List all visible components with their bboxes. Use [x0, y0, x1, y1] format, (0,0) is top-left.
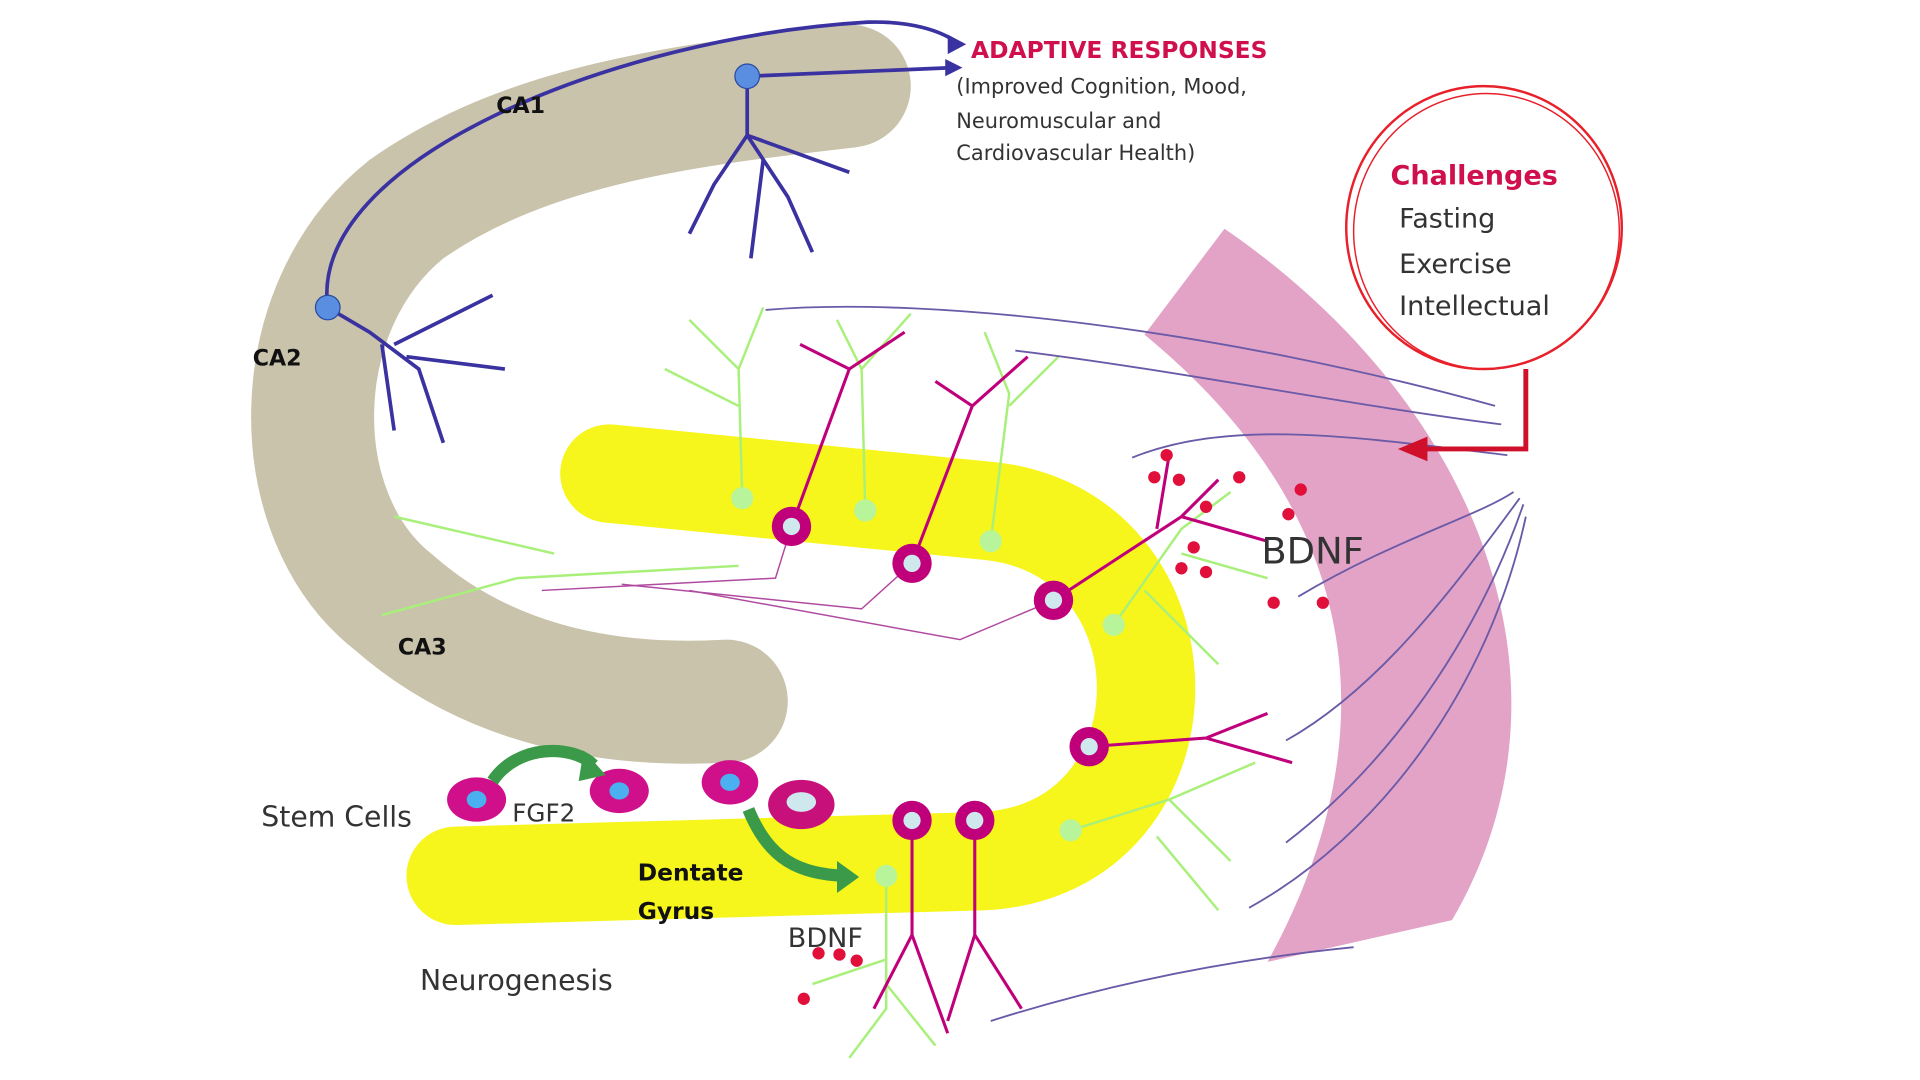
neurogenesis-arrow	[742, 807, 844, 882]
challenge-exercise: Exercise	[1399, 249, 1512, 280]
dentate-gyrus	[406, 424, 1196, 926]
arrowhead-icon	[578, 750, 606, 782]
dentate-label: Dentate	[638, 859, 744, 887]
blue-axons	[325, 20, 959, 444]
arrowhead-icon	[836, 861, 860, 894]
bdnf-label: BDNF	[1261, 529, 1364, 572]
neuron-processes	[790, 330, 1293, 1034]
adaptive-line-2: Neuromuscular and	[956, 109, 1161, 133]
cortex-band	[1144, 228, 1512, 962]
ca1-label: CA1	[496, 93, 545, 119]
ca3-label: CA3	[398, 634, 447, 660]
adaptive-title: ADAPTIVE RESPONSES	[971, 36, 1267, 64]
ca2-neuron	[314, 294, 341, 321]
adaptive-line-3: Cardiovascular Health)	[956, 141, 1195, 165]
challenges-title: Challenges	[1391, 161, 1558, 192]
bdnf-lower-label: BDNF	[788, 923, 863, 954]
ca1-neuron	[734, 63, 761, 90]
gyrus-label: Gyrus	[638, 897, 714, 925]
ca-region	[251, 24, 911, 764]
arrowhead-icon	[1397, 436, 1428, 462]
green-dendrites	[381, 307, 1268, 1059]
purple-fibers	[765, 305, 1527, 1022]
stem-cells	[447, 760, 835, 830]
granule-neurons	[771, 506, 1109, 841]
stem-cells-label: Stem Cells	[261, 801, 412, 834]
challenge-fasting: Fasting	[1399, 204, 1495, 235]
ca2-label: CA2	[253, 345, 302, 371]
fgf2-label: FGF2	[512, 799, 575, 828]
neurogenesis-label: Neurogenesis	[420, 964, 613, 997]
challenge-intellectual: Intellectual	[1399, 291, 1550, 322]
challenges-circle-stroke	[1352, 92, 1621, 370]
adaptive-line-1: (Improved Cognition, Mood,	[956, 74, 1247, 98]
green-cell-bodies	[731, 487, 1125, 887]
arrowhead-icon	[945, 34, 967, 77]
fgf2-arrow	[487, 744, 598, 785]
bdnf-dots	[797, 448, 1330, 1005]
challenges-arrow	[1421, 369, 1529, 452]
